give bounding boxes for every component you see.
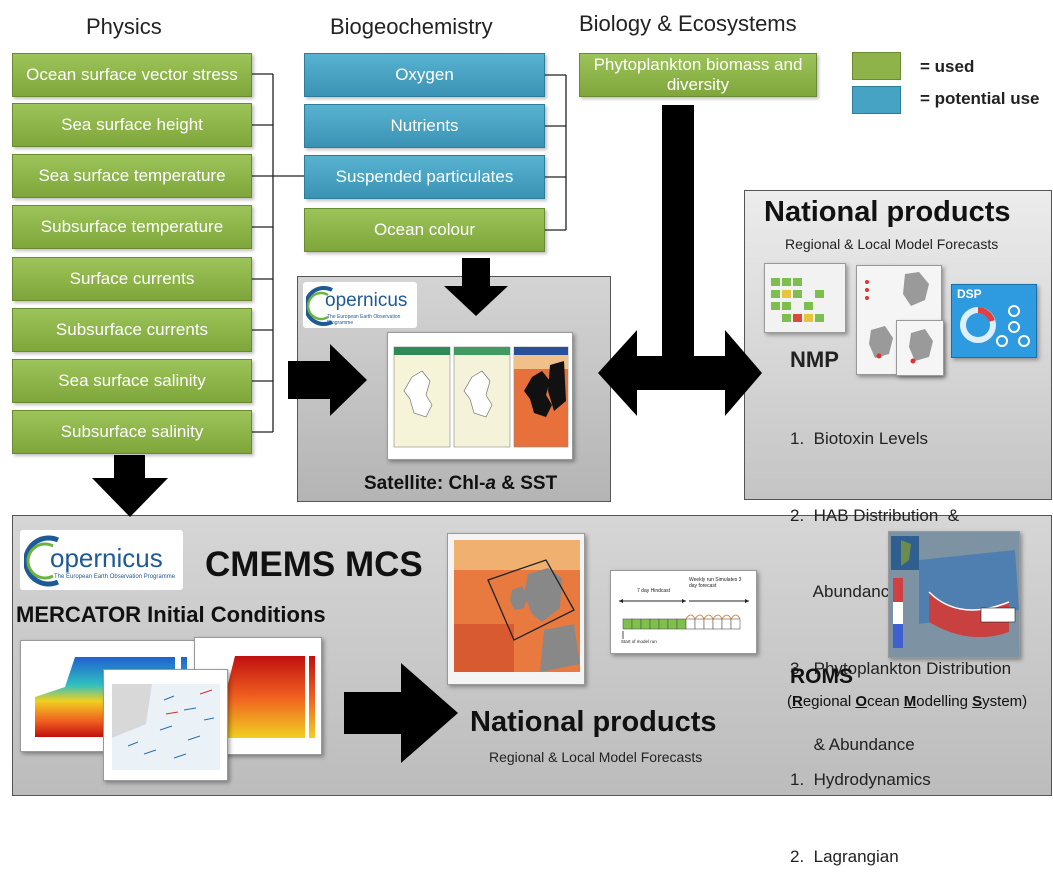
copernicus-logo-large: opernicus The European Earth Observation…: [20, 530, 183, 590]
satellite-maps-illustration: [393, 346, 569, 448]
satellite-caption-suffix: & SST: [495, 473, 558, 494]
biology-header: Biology & Ecosystems: [579, 11, 797, 36]
bgc-bracket: [545, 74, 567, 231]
roms-exp-4: cean: [867, 693, 904, 710]
dsp-label: DSP: [957, 287, 982, 301]
physics-box-subsurface-temperature: Subsurface temperature: [12, 205, 252, 249]
physics-header: Physics: [86, 14, 162, 39]
cmems-title: CMEMS MCS: [205, 545, 423, 584]
national-products-title: National products: [764, 196, 1011, 228]
hindcast-label: 7 day Hindcast: [637, 588, 671, 594]
bgc-box-suspended-particulates: Suspended particulates: [304, 155, 545, 199]
arrow-ocean-colour-to-satellite: [444, 258, 508, 316]
timeline-illustration: [619, 599, 749, 639]
roms-title: ROMS: [790, 665, 853, 688]
copernicus-wordmark-large: opernicus: [50, 543, 163, 573]
nmp-item-1: 1. Biotoxin Levels: [790, 429, 928, 448]
hab-map-illustration-2: [897, 321, 943, 375]
biotoxin-grid-thumbnail: [764, 263, 846, 333]
dsp-gauges-illustration: [960, 305, 1030, 347]
roms-exp-8: ystem): [982, 693, 1028, 710]
regional-domain-illustration: [448, 534, 584, 684]
mercator-title: MERCATOR Initial Conditions: [16, 602, 326, 627]
copernicus-logo-small: opernicus The European Earth Observation…: [303, 282, 417, 328]
nmp-item-2: 2. HAB Distribution &: [790, 505, 960, 525]
roms-3d-illustration: [889, 532, 1019, 657]
roms-exp-2: egional: [802, 693, 856, 710]
bgc-box-oxygen: Oxygen: [304, 53, 545, 97]
legend-potential-label: = potential use: [920, 89, 1040, 108]
nmp-list: 1. Biotoxin Levels 2. HAB Distribution &…: [790, 375, 1011, 783]
satellite-caption: Satellite: Chl-a & SST: [364, 473, 557, 495]
nmp-item-3-cont: & Abundance: [790, 735, 915, 754]
roms-exp-m: M: [903, 693, 917, 710]
copernicus-swoosh-icon-large: [24, 535, 60, 587]
regional-domain-map: [447, 533, 585, 685]
nmp-label: NMP: [790, 347, 839, 372]
satellite-caption-prefix: Satellite: Chl-: [364, 473, 486, 494]
physics-box-surface-currents: Surface currents: [12, 257, 252, 301]
legend-used-label: = used: [920, 57, 975, 76]
copernicus-tagline-large: The European Earth Observation Programme: [54, 574, 176, 580]
roms-3d-visualization: [888, 531, 1020, 658]
start-of-run-label: Start of model run: [621, 639, 657, 644]
bgc-box-nutrients: Nutrients: [304, 104, 545, 148]
roms-exp-s: S: [972, 693, 983, 710]
copernicus-tagline: The European Earth Observation Programme: [327, 314, 401, 326]
roms-exp-0: (: [787, 693, 792, 710]
roms-list: 1. Hydrodynamics 2. Lagrangian: [790, 716, 931, 895]
dsp-dashboard-thumbnail: DSP: [951, 284, 1037, 358]
roms-exp-o: O: [855, 693, 868, 710]
roms-expansion: (Regional Ocean Modelling System): [787, 693, 1027, 710]
biotoxin-grid-illustration: [765, 264, 845, 332]
legend-potential-swatch: [852, 86, 901, 114]
national-products-bottom-subtitle: Regional & Local Model Forecasts: [489, 749, 703, 765]
bgc-box-ocean-colour: Ocean colour: [304, 208, 545, 252]
nmp-item-3: 3. Phytoplankton Distribution: [790, 658, 1012, 678]
physics-box-subsurface-currents: Subsurface currents: [12, 308, 252, 352]
hab-maps-thumbnail-2: [896, 320, 944, 376]
copernicus-swoosh-icon: [306, 286, 333, 326]
physics-box-sea-surface-height: Sea surface height: [12, 103, 252, 147]
physics-box-subsurface-salinity: Subsurface salinity: [12, 410, 252, 454]
forecast-label: Weekly run Simulates 3 day forecast: [689, 577, 742, 589]
biogeochemistry-header: Biogeochemistry: [330, 14, 493, 39]
physics-bracket: [252, 73, 304, 433]
arrow-physics-to-cmems: [92, 455, 168, 517]
physics-box-sea-surface-salinity: Sea surface salinity: [12, 359, 252, 403]
connectors-and-arrows: [92, 73, 762, 763]
national-products-bottom-title: National products: [470, 706, 717, 738]
physics-box-ocean-surface-vector-stress: Ocean surface vector stress: [12, 53, 252, 97]
mercator-vectors-illustration: [112, 684, 220, 770]
roms-exp-r: R: [792, 693, 803, 710]
roms-item-2: 2. Lagrangian: [790, 846, 899, 866]
legend-used-swatch: [852, 52, 901, 80]
roms-item-1: 1. Hydrodynamics: [790, 770, 931, 789]
roms-exp-6: odelling: [916, 693, 973, 710]
nmp-item-2-cont: Abundance: [790, 582, 899, 601]
hindcast-forecast-timeline: 7 day Hindcast Weekly run Simulates 3 da…: [610, 570, 757, 654]
arrow-into-satellite: [288, 344, 367, 416]
arrow-biology-to-national: [598, 105, 762, 416]
copernicus-wordmark: opernicus: [325, 290, 408, 311]
arrow-to-national-bottom: [344, 663, 458, 763]
satellite-maps-image: [387, 332, 573, 460]
physics-box-sea-surface-temperature: Sea surface temperature: [12, 154, 252, 198]
mercator-current-vectors-map: [103, 669, 228, 781]
biology-box-phytoplankton: Phytoplankton biomass and diversity: [579, 53, 817, 97]
national-products-subtitle: Regional & Local Model Forecasts: [785, 236, 999, 252]
satellite-caption-italic: a: [485, 473, 496, 494]
